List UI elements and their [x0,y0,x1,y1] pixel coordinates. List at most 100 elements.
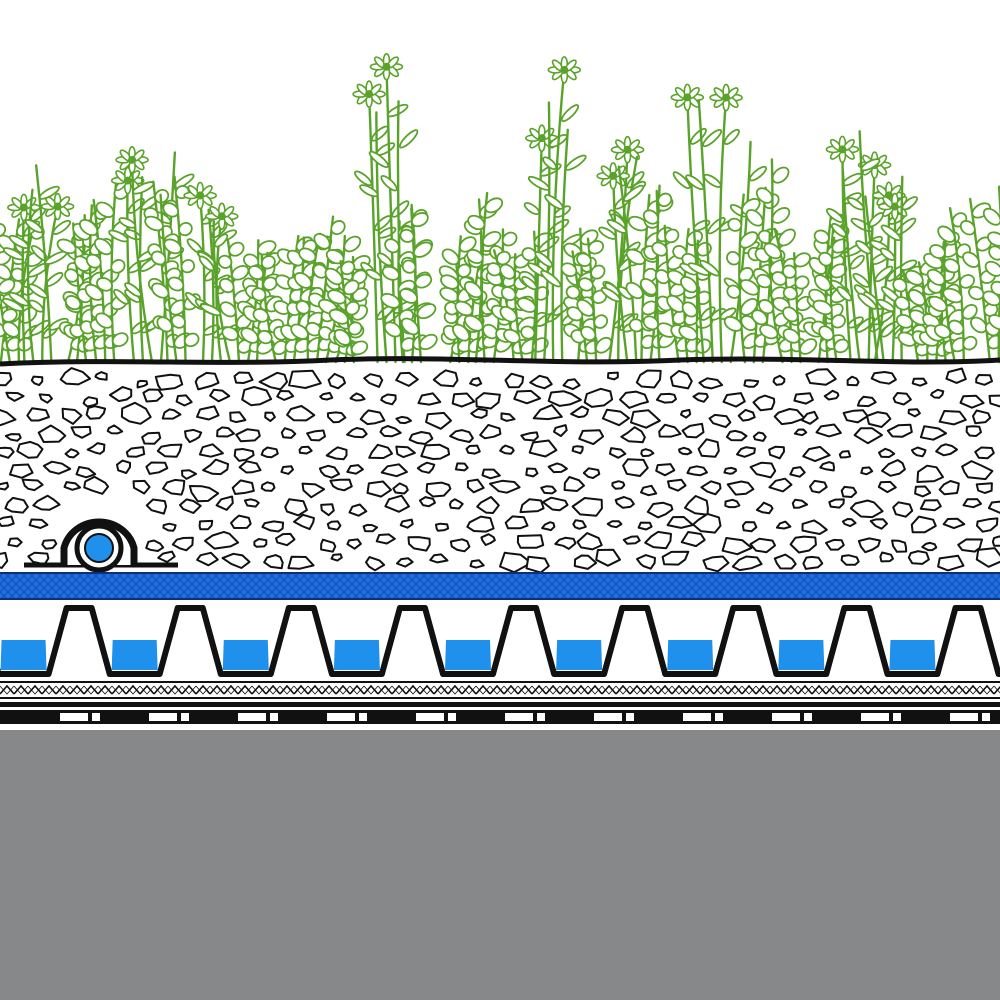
substrate-pebble [162,478,186,496]
drainage-cup [966,605,1000,677]
substrate-pebble [448,498,464,510]
substrate-pebble [196,551,219,567]
substrate-pebble [841,518,857,528]
substrate-pebble [120,401,152,425]
substrate-pebble [571,497,603,517]
substrate-pebble [877,480,897,494]
substrate-pebble [972,409,992,425]
substrate-pebble [215,495,234,511]
substrate-pebble [640,484,658,497]
substrate-pebble [145,539,165,552]
substrate-pebble [975,547,1000,568]
substrate-pebble [684,495,709,516]
substrate-pebble [480,533,496,546]
substrate-pebble [432,369,459,388]
substrate-pebble [957,538,983,553]
substrate-pebble [870,371,897,385]
filter-fabric-layer [0,572,1000,600]
substrate-pebble [325,446,348,461]
substrate-pebble [229,411,247,424]
substrate-pebble [773,408,806,426]
substrate-pebble [407,536,431,552]
substrate-pebble [476,496,500,514]
substrate-pebble [749,461,777,479]
substrate-pebble [541,521,556,532]
substrate-pebble [661,550,690,566]
substrate-pebble [375,533,396,545]
substrate-pebble [681,422,705,439]
substrate-pebble [196,405,220,421]
substrate-pebble [793,392,814,405]
substrate-pebble [188,485,220,503]
substrate-pebble [293,513,315,531]
drainage-cup [188,605,303,677]
leafy-plant [290,215,362,364]
substrate-pebble [479,423,502,440]
substrate-pebble [840,485,858,498]
leafy-plant [380,203,438,364]
substrate-pebble [319,391,334,401]
substrate-pebble [938,480,960,496]
substrate-pebble [145,498,168,515]
substrate-pebble [64,448,80,459]
substrate-pebble [320,538,337,553]
substrate-pebble [938,410,967,426]
substrate-pebble [860,466,874,476]
substrate-pebble [809,479,828,494]
substrate-pebble [86,442,106,455]
substrate-pebble [82,396,99,408]
substrate-pebble [752,431,767,442]
substrate-pebble [0,408,17,427]
substrate-pebble [620,426,646,444]
substrate-pebble [987,500,1000,514]
substrate-pebble [528,439,558,458]
substrate-pebble [513,389,542,405]
substrate-pebble [366,480,392,498]
substrate-pebble [910,515,937,534]
substrate-pebble [449,429,474,443]
substrate-pebble [823,389,840,401]
substrate-pebble [395,445,416,459]
substrate-pebble [975,374,993,386]
leafy-plant [143,175,201,364]
substrate-pebble [28,518,49,529]
substrate-pebble [525,467,539,478]
wildflower [825,130,894,364]
substrate-pebble [838,450,852,459]
substrate-pebble [230,514,252,529]
substrate-pebble [644,530,672,550]
substrate-pebble [154,373,184,391]
substrate-pebble [666,516,694,529]
substrate-pebble [142,388,164,403]
waterproof-membrane-layer [0,702,1000,724]
substrate-pebble [469,377,483,387]
substrate-pebble [417,392,442,406]
substrate-pebble [789,466,806,478]
substrate-pebble [162,522,177,532]
substrate-pebble [469,559,485,569]
substrate-pebble [125,446,146,458]
substrate-pebble [640,448,655,458]
substrate-pebble [363,373,384,388]
substrate-pebble [959,394,985,409]
substrate-pebble [637,521,653,531]
substrate-pebble [789,535,817,554]
substrate-pebble [700,480,722,496]
substrate-pebble [921,541,938,552]
substrate-pebble [743,379,760,388]
substrate-pebble [346,427,368,439]
substrate-pebble [306,429,326,442]
substrate-pebble [326,520,342,531]
substrate-pebble [59,367,92,386]
substrate-pebble [175,394,193,407]
substrate-pebble [752,394,776,412]
substrate-pebble [0,371,13,387]
substrate-pebble [425,411,452,430]
substrate-pebble [451,392,476,408]
substrate-pebble [348,503,368,517]
substrate-pebble [263,554,284,570]
drainage-cup [522,605,637,677]
substrate-pebble [828,498,845,509]
substrate-pebble [260,446,279,459]
